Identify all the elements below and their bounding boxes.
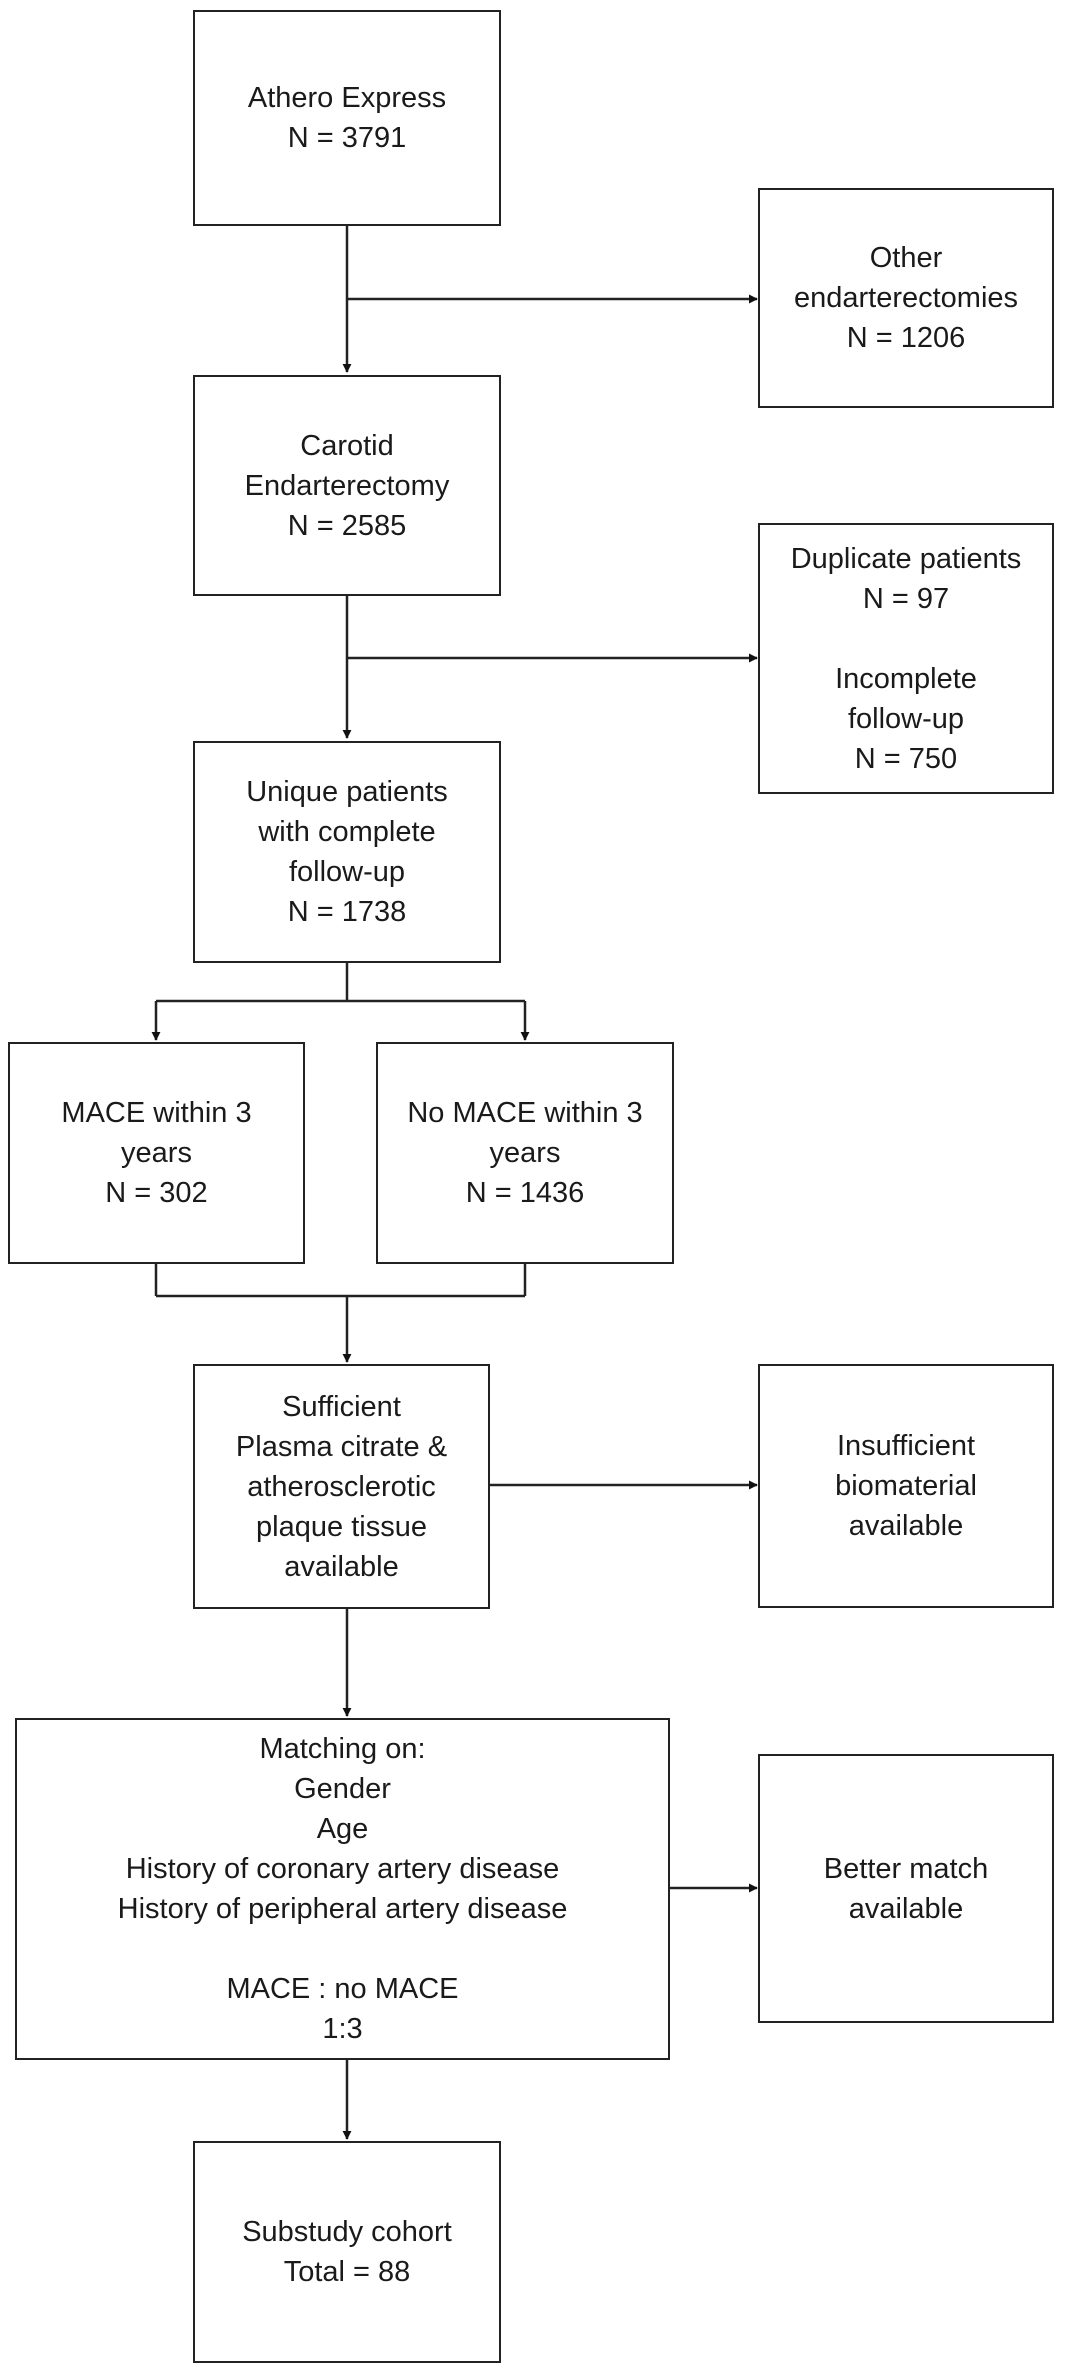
box-text-line: History of peripheral artery disease — [117, 1893, 568, 1925]
athero-express-box: Athero Express N = 3791 — [193, 10, 501, 226]
other-endarterectomies-box: Other endarterectomies N = 1206 — [758, 188, 1054, 408]
box-text-line: N = 97 — [862, 582, 950, 615]
box-text-line: Endarterectomy — [244, 469, 450, 502]
box-text-line: Carotid — [300, 429, 394, 462]
box-text-line: Sufficient — [282, 1390, 401, 1423]
box-text-line: Other — [869, 242, 943, 274]
box-text-line: N = 1206 — [846, 322, 966, 354]
box-text-line: N = 302 — [105, 1177, 208, 1209]
box-text-line: Matching on: — [259, 1733, 426, 1765]
box-text-line: N = 750 — [854, 742, 958, 775]
box-text-line: History of coronary artery disease — [125, 1853, 560, 1885]
box-text-line: atherosclerotic — [247, 1470, 436, 1503]
box-text-line: Duplicate patients — [790, 542, 1022, 575]
box-text-line: Age — [316, 1813, 369, 1845]
unique-patients-box: Unique patients with complete follow-up N =… — [193, 741, 501, 963]
box-text-line: N = 1436 — [465, 1177, 585, 1209]
box-text-line: N = 1738 — [287, 896, 407, 928]
insufficient-biomaterial-box: Insufficient biomaterial available — [758, 1364, 1054, 1608]
no-mace-box: No MACE within 3 years N = 1436 — [376, 1042, 674, 1264]
box-text-line: follow-up — [288, 856, 406, 888]
box-text-line: Plasma citrate & — [235, 1430, 448, 1463]
box-text-line: Incomplete — [835, 662, 977, 695]
mace-box: MACE within 3 years N = 302 — [8, 1042, 305, 1264]
box-text-line: MACE : no MACE — [226, 1973, 459, 2005]
box-text-line: biomaterial — [835, 1470, 977, 1502]
box-text-line: Athero Express — [247, 82, 447, 114]
box-text-line: N = 3791 — [287, 122, 407, 154]
box-text-line: Unique patients — [246, 776, 448, 808]
box-text-line: follow-up — [847, 702, 965, 735]
excluded-duplicates-incomplete-box: Duplicate patients N = 97 Incomplete follow… — [758, 523, 1054, 794]
box-text-line: available — [848, 1892, 964, 1925]
box-text-line: available — [284, 1550, 399, 1583]
better-match-box: Better match available — [758, 1754, 1054, 2023]
box-text-line: Total = 88 — [283, 2256, 411, 2288]
box-text-line: Gender — [294, 1773, 391, 1805]
box-text-line: Substudy cohort — [242, 2216, 452, 2248]
box-text-line: plaque tissue — [256, 1510, 427, 1543]
box-text-line: years — [489, 1137, 561, 1169]
box-text-line: years — [121, 1137, 192, 1169]
box-text-line: endarterectomies — [793, 282, 1019, 314]
box-text-line: 1:3 — [322, 2013, 363, 2045]
box-text-line: Insufficient — [836, 1430, 976, 1462]
box-text-line: Better match — [823, 1852, 989, 1885]
box-text-line: MACE within 3 — [61, 1097, 252, 1129]
box-text-line: N = 2585 — [287, 509, 407, 542]
box-text-line: available — [848, 1510, 964, 1542]
box-text-line: with complete — [258, 816, 436, 848]
box-text-line: No MACE within 3 — [407, 1097, 643, 1129]
